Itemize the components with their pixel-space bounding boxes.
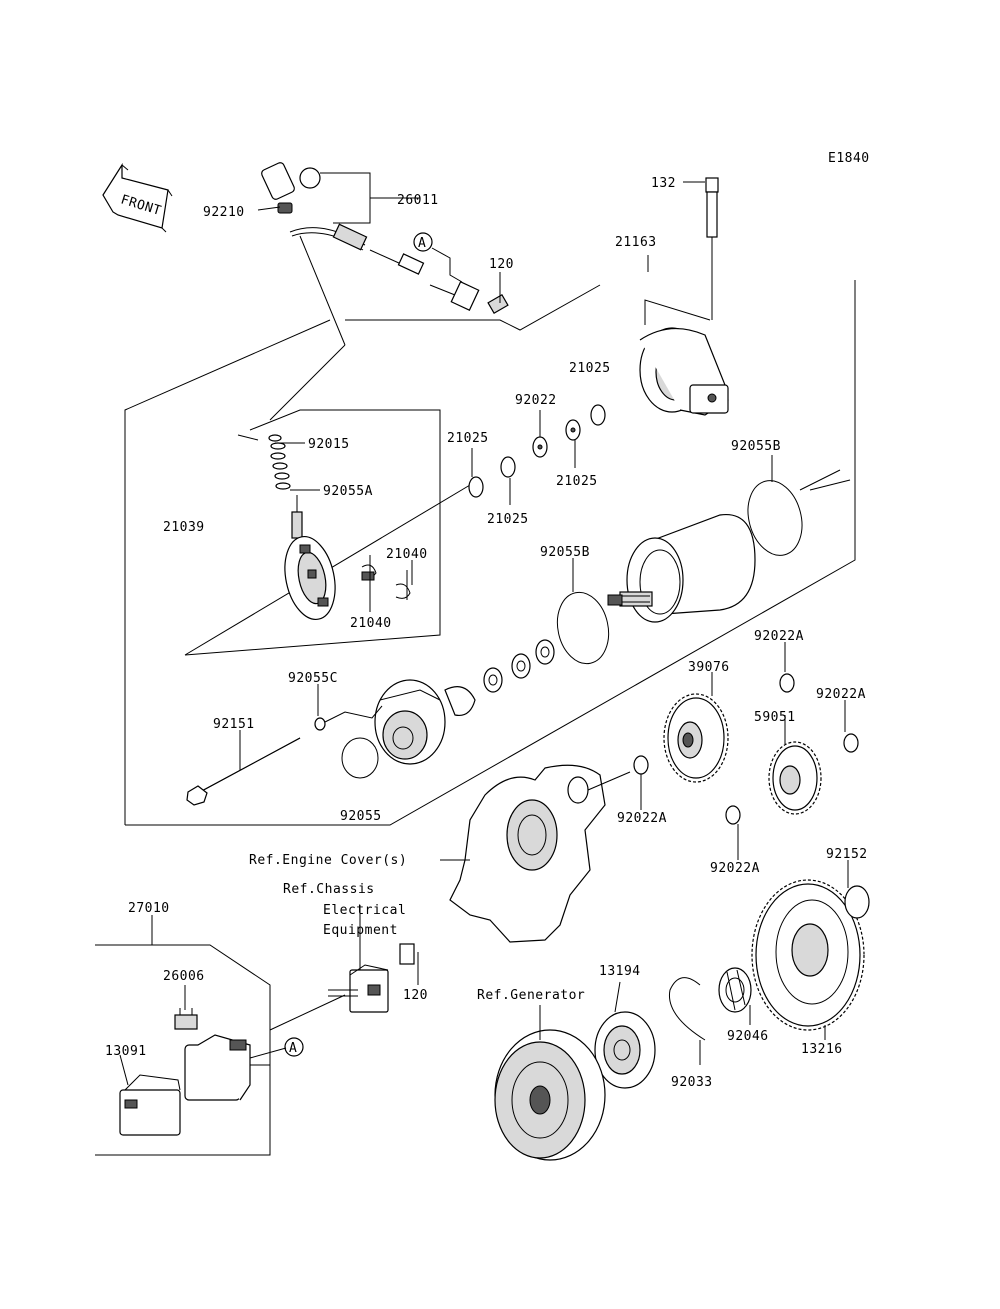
- label-ref-equipment: Equipment: [323, 923, 398, 938]
- washers-stack: [468, 404, 606, 498]
- diagram-code: E1840: [828, 151, 870, 166]
- brush-holder-assembly: [268, 434, 336, 620]
- label-92055B-mid: 92055B: [540, 545, 590, 560]
- label-92022: 92022: [515, 393, 557, 408]
- label-21025-b: 21025: [447, 431, 489, 446]
- callout-a-bottom-label: A: [289, 1041, 297, 1056]
- label-92022A-a: 92022A: [754, 629, 804, 644]
- callout-a-bottom: A: [249, 994, 346, 1059]
- label-21025-a: 21025: [569, 361, 611, 376]
- label-ref-generator: Ref.Generator: [477, 988, 585, 1003]
- callout-a-top: A: [413, 232, 463, 283]
- starter-idler-gear-small: [768, 741, 822, 815]
- label-92046: 92046: [727, 1029, 769, 1044]
- washers-mid: [444, 639, 555, 717]
- starter-motor-body: [607, 513, 756, 623]
- through-bolt: [186, 737, 301, 806]
- label-ref-electrical: Electrical: [323, 903, 406, 918]
- label-21040-b: 21040: [350, 616, 392, 631]
- label-13216: 13216: [801, 1042, 843, 1057]
- label-92210: 92210: [203, 205, 245, 220]
- label-120-bottom: 120: [403, 988, 428, 1003]
- gear-washers: [633, 673, 859, 825]
- generator-rotor: [494, 1029, 606, 1161]
- relay-cover: [119, 1074, 181, 1136]
- o-ring-rear: [747, 480, 803, 556]
- label-21040-a: 21040: [386, 547, 428, 562]
- callout-a-top-label: A: [418, 236, 426, 251]
- starter-relay: [184, 1034, 270, 1101]
- label-13091: 13091: [105, 1044, 147, 1059]
- label-92055A: 92055A: [323, 484, 373, 499]
- starter-bracket: [639, 177, 729, 416]
- starter-cable: [237, 162, 509, 441]
- label-27010: 27010: [128, 901, 170, 916]
- brush-springs: [361, 564, 411, 612]
- label-21163: 21163: [615, 235, 657, 250]
- label-132: 132: [651, 176, 676, 191]
- part-labels: E1840 26011 92210 132 120 21163 21025 92…: [105, 151, 870, 1090]
- o-ring-front: [556, 591, 610, 665]
- label-92152: 92152: [826, 847, 868, 862]
- needle-bearing: [718, 967, 752, 1013]
- label-13194: 13194: [599, 964, 641, 979]
- label-21025-c: 21025: [556, 474, 598, 489]
- label-26011: 26011: [397, 193, 439, 208]
- label-92055C: 92055C: [288, 671, 338, 686]
- label-59051: 59051: [754, 710, 796, 725]
- relay-fuse: [174, 1008, 198, 1030]
- label-92151: 92151: [213, 717, 255, 732]
- label-92022A-c: 92022A: [617, 811, 667, 826]
- label-92033: 92033: [671, 1075, 713, 1090]
- front-cover-o-ring: [341, 737, 379, 779]
- label-92055: 92055: [340, 809, 382, 824]
- label-26006: 26006: [163, 969, 205, 984]
- label-92015: 92015: [308, 437, 350, 452]
- assembly-outline: [95, 280, 856, 1156]
- label-21039: 21039: [163, 520, 205, 535]
- front-direction-arrow: FRONT: [102, 162, 173, 233]
- clutch-washer: [844, 885, 870, 919]
- label-92022A-b: 92022A: [816, 687, 866, 702]
- small-o-ring: [314, 717, 326, 731]
- circlip: [668, 977, 706, 1041]
- engine-cover: [449, 764, 631, 943]
- label-ref-chassis: Ref.Chassis: [283, 882, 375, 897]
- starter-clutch: [594, 1011, 656, 1089]
- label-120-top: 120: [489, 257, 514, 272]
- label-21025-d: 21025: [487, 512, 529, 527]
- label-ref-engine-cover: Ref.Engine Cover(s): [249, 853, 407, 868]
- starter-clutch-gear: [751, 879, 865, 1031]
- leader-lines: [119, 172, 849, 1086]
- chassis-bracket: [328, 943, 415, 1013]
- starter-front-cover: [374, 679, 446, 765]
- idler-gear: [663, 693, 729, 783]
- label-92022A-d: 92022A: [710, 861, 760, 876]
- label-39076: 39076: [688, 660, 730, 675]
- label-92055B-top: 92055B: [731, 439, 781, 454]
